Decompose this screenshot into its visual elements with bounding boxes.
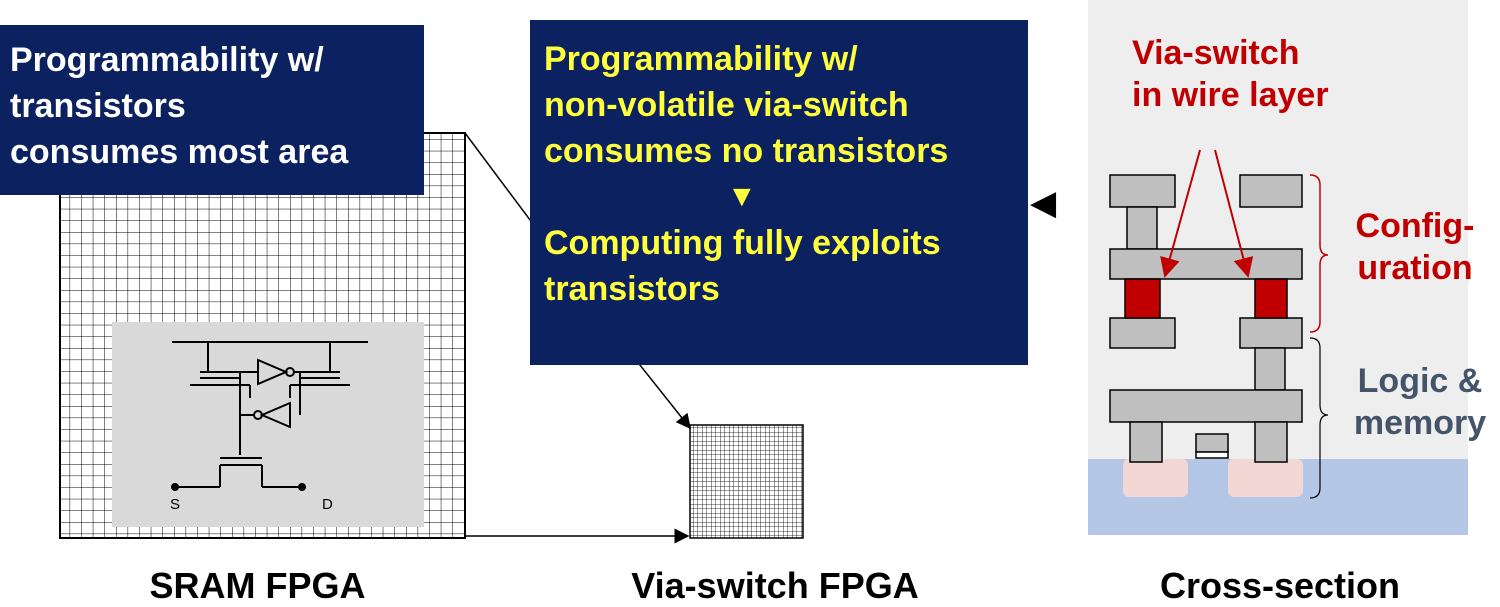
diffusion-right bbox=[1228, 459, 1303, 497]
source-label: S bbox=[170, 496, 181, 513]
callout-line: Programmability w/ bbox=[544, 40, 858, 78]
logic-label-line: Logic & bbox=[1357, 362, 1483, 400]
callout-line: non-volatile via-switch bbox=[544, 86, 909, 124]
caption-cross-section: Cross-section bbox=[1159, 565, 1401, 606]
callout-line: transistors bbox=[544, 270, 720, 308]
down-arrow-icon: ▼ bbox=[727, 180, 757, 213]
via-switch-label: Via-switch in wire layer bbox=[1132, 32, 1329, 116]
callout-line: transistors bbox=[10, 87, 186, 125]
via-switch-left bbox=[1124, 278, 1161, 319]
callout-line: Programmability w/ bbox=[10, 41, 324, 79]
configuration-label: Config- uration bbox=[1345, 205, 1485, 289]
callout-sram-area: Programmability w/ transistors consumes … bbox=[0, 25, 424, 195]
callout-line: consumes most area bbox=[10, 133, 349, 171]
callout-via-switch: Programmability w/ non-volatile via-swit… bbox=[530, 20, 1028, 365]
via-label-line: in wire layer bbox=[1132, 76, 1329, 114]
drain-label: D bbox=[322, 496, 333, 513]
via-switch-fpga-grid bbox=[689, 424, 804, 539]
caption-via-switch-fpga: Via-switch FPGA bbox=[631, 565, 919, 606]
via-switch-right bbox=[1254, 278, 1288, 319]
config-label-line: uration bbox=[1357, 249, 1473, 287]
callout-line: Computing fully exploits bbox=[544, 224, 941, 262]
pointer-arrow: ◀ bbox=[1030, 184, 1057, 222]
caption-sram-fpga: SRAM FPGA bbox=[149, 565, 366, 606]
callout-line: consumes no transistors bbox=[544, 132, 949, 170]
config-label-line: Config- bbox=[1355, 207, 1475, 245]
logic-label-line: memory bbox=[1353, 404, 1487, 442]
via-label-line: Via-switch bbox=[1132, 34, 1300, 72]
logic-memory-label: Logic & memory bbox=[1340, 360, 1500, 444]
sram-cell-circuit bbox=[112, 322, 424, 527]
cross-section-panel bbox=[1088, 0, 1468, 535]
diffusion-left bbox=[1123, 459, 1188, 497]
